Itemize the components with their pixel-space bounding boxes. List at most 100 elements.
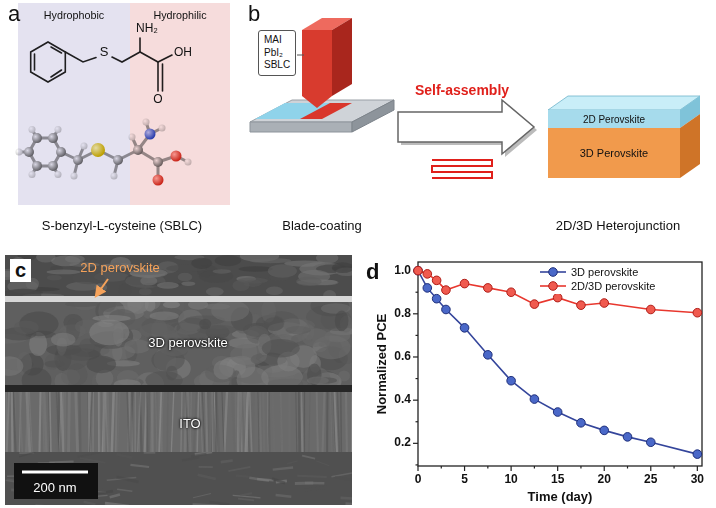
sem-image: [99, 392, 101, 452]
sem-image: [333, 392, 335, 452]
sem-image: [35, 505, 63, 506]
line-chart: [418, 262, 702, 466]
sem-image: [129, 392, 132, 452]
sem-image: [0, 250, 367, 508]
sem-image: [5, 255, 352, 296]
heterojunction-block: [548, 96, 700, 110]
atom-label: O: [153, 93, 162, 107]
sem-image: [295, 392, 297, 452]
sem-image: [211, 392, 213, 452]
sem-image: [230, 471, 251, 472]
node-text: 2D Perovskite: [583, 114, 645, 125]
blade-coater: [250, 18, 394, 132]
line-chart: [413, 356, 418, 357]
sem-image: [268, 392, 270, 452]
sem-image: [147, 392, 150, 452]
sem-image: [267, 392, 269, 452]
sem-image: [332, 262, 352, 273]
line-chart: [673, 466, 674, 469]
sem-image: [316, 255, 339, 264]
sem-image: [191, 258, 212, 269]
line-chart: [418, 271, 697, 454]
line-chart: [487, 466, 488, 469]
sem-image: [240, 493, 252, 495]
sem-image: [98, 491, 113, 493]
sem-image: [250, 258, 291, 263]
sem-image: [130, 392, 131, 452]
sem-image: [199, 319, 211, 330]
line-chart: [423, 270, 432, 279]
sem-image: [114, 379, 141, 385]
sem-image: [146, 392, 148, 452]
sem-image: [224, 392, 227, 452]
sem-image: [333, 392, 335, 452]
sem-image: [337, 392, 339, 452]
sem-image: [258, 392, 260, 452]
sem-image: [124, 339, 150, 353]
sem-image: [56, 392, 59, 452]
perovskite-2d-layer: 2D Perovskite: [548, 110, 680, 128]
node-text: SBLC: [264, 59, 290, 72]
sem-image: [239, 392, 241, 452]
sem-image: [287, 461, 298, 464]
sem-image: [116, 454, 132, 457]
sem-image: [316, 461, 329, 466]
tick-label: 15: [551, 473, 564, 487]
blade-coater: [297, 55, 304, 56]
molecule-caption: S-benzyl-L-cysteine (SBLC): [42, 219, 202, 234]
node-text: MAI: [264, 34, 290, 47]
sem-image: [351, 392, 352, 452]
sem-image: [129, 392, 131, 452]
sem-image: [283, 319, 315, 332]
sem-image: [214, 392, 217, 452]
sem-image: [84, 502, 96, 504]
sem-image: [206, 392, 208, 452]
sem-image: [340, 392, 342, 452]
line-chart: [577, 419, 586, 428]
line-chart: [600, 299, 609, 308]
sem-image: [335, 311, 349, 332]
axis-title: Normalized PCE: [375, 314, 390, 414]
sem-image: [145, 302, 156, 312]
sem-image: [213, 269, 232, 274]
sem-image: [90, 392, 92, 452]
sem-image: [11, 392, 14, 452]
panel-letter: b: [248, 1, 260, 26]
line-chart: [549, 268, 558, 277]
sem-image: [247, 392, 249, 452]
sem-image: [216, 392, 219, 452]
node-text: 3D Perovskite: [580, 147, 648, 159]
sem-image: [199, 270, 233, 283]
hydrophobic-band: Hydrophobic: [18, 3, 130, 205]
tick-label: 0.4: [394, 393, 411, 407]
sem-image: [193, 493, 211, 497]
line-chart: [534, 466, 535, 469]
sem-image: [22, 368, 52, 385]
sem-image: [305, 487, 326, 490]
tick-label: 5: [461, 473, 468, 487]
sem-image: [206, 392, 207, 452]
sem-image: [159, 392, 161, 452]
sem-image: [117, 392, 119, 452]
layer-label: 3D perovskite: [148, 336, 227, 351]
sem-image: [5, 302, 352, 385]
sem-image: [5, 392, 352, 452]
line-chart: [417, 466, 418, 471]
sem-image: [238, 499, 254, 501]
atom-label: NH₂: [136, 22, 158, 36]
sem-image: [202, 392, 205, 452]
sem-image: [29, 392, 32, 452]
scale-bar-ground: [14, 463, 98, 499]
sem-image: [144, 452, 156, 453]
sem-image: [302, 456, 315, 459]
sem-image: [222, 392, 224, 452]
sem-image: [119, 283, 132, 296]
line-chart: [414, 266, 702, 458]
line-chart: [413, 262, 702, 471]
line-chart: [580, 466, 581, 469]
line-chart: [442, 286, 451, 295]
sem-image: [44, 392, 46, 452]
sem-image: [5, 356, 23, 376]
line-chart: [460, 324, 469, 333]
